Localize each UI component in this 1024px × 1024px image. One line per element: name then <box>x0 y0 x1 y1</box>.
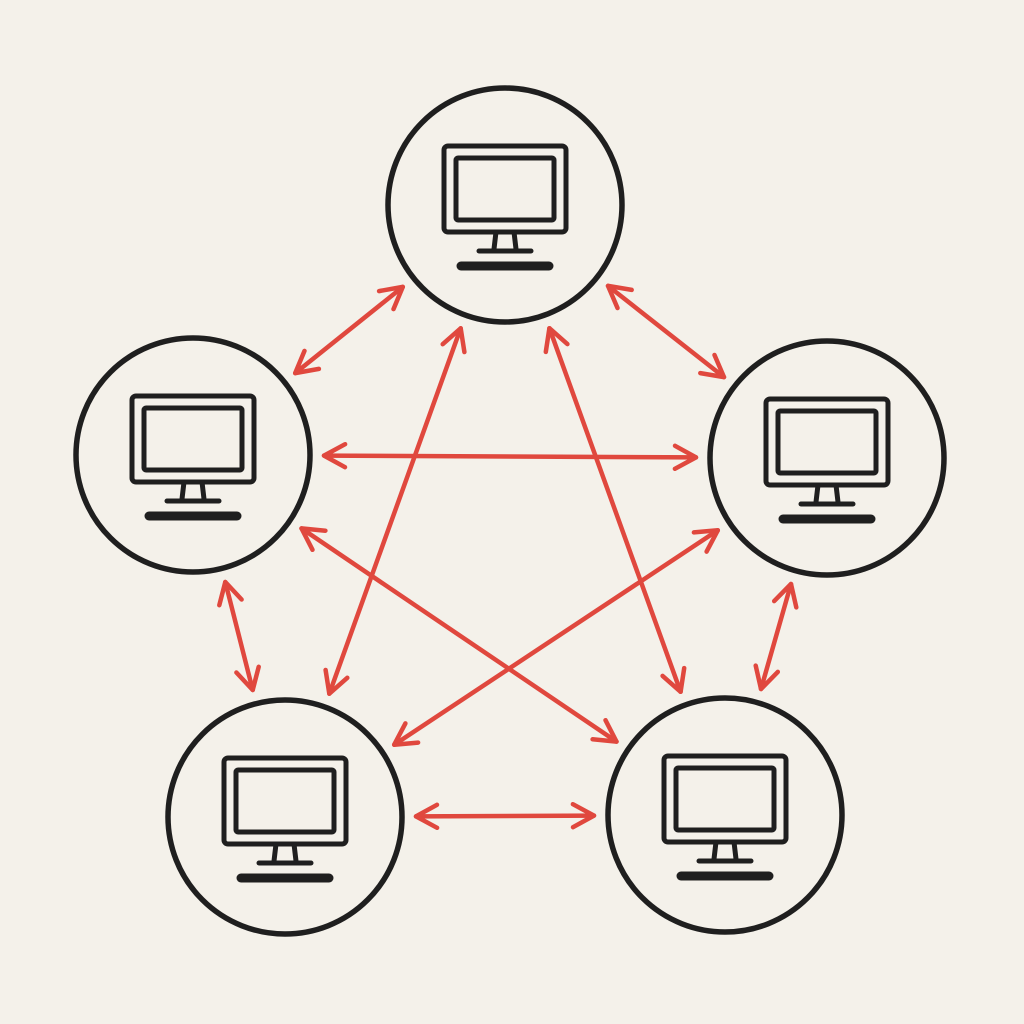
connection-line <box>292 284 406 376</box>
arrow-head-end <box>590 717 619 744</box>
arrow-head-start <box>217 579 244 608</box>
node-lower-right <box>605 695 845 935</box>
connection-line <box>327 326 463 696</box>
arrow-head-end <box>660 665 687 695</box>
arrow-head-start <box>440 326 467 355</box>
nodes-layer <box>73 85 947 937</box>
arrow-head-end <box>234 664 261 693</box>
connection-line <box>758 581 794 692</box>
arrow-head-end <box>570 801 597 830</box>
node-top <box>385 85 625 325</box>
connections-layer <box>217 283 799 831</box>
arrow-head-start <box>691 528 721 554</box>
connection-upper-left-lower-left <box>217 579 261 693</box>
connection-top-upper-right <box>605 283 727 380</box>
arrow-head-start <box>299 526 328 553</box>
arrow-head-end <box>323 667 350 696</box>
node-circle <box>385 85 625 325</box>
connection-line <box>321 453 699 460</box>
node-upper-left <box>73 335 313 575</box>
computer-monitor-icon <box>441 143 569 271</box>
arrow-head-start <box>771 581 799 610</box>
computer-monitor-icon <box>221 755 349 883</box>
arrow-head-end <box>753 663 781 692</box>
node-circle <box>605 695 845 935</box>
connection-lower-left-lower-right <box>413 801 597 831</box>
connection-line <box>223 579 255 693</box>
connection-top-lower-right <box>543 325 687 695</box>
node-circle <box>165 697 405 937</box>
arrow-head-end <box>698 352 727 380</box>
arrow-head-end <box>292 348 322 376</box>
connection-line <box>547 325 683 695</box>
arrow-head-end <box>391 721 421 747</box>
connection-top-lower-left <box>323 326 467 696</box>
computer-monitor-icon <box>661 753 789 881</box>
connection-upper-right-lower-left <box>391 528 721 747</box>
computer-monitor-icon <box>129 393 257 521</box>
arrow-head-start <box>321 441 348 470</box>
connection-upper-right-lower-right <box>753 581 799 692</box>
arrow-head-start <box>605 283 634 311</box>
connection-upper-left-lower-right <box>299 526 619 744</box>
arrow-head-start <box>413 802 440 831</box>
arrow-head-start <box>376 284 406 312</box>
arrow-head-end <box>672 443 699 472</box>
node-lower-left <box>165 697 405 937</box>
node-circle <box>707 338 947 578</box>
connection-line <box>299 526 619 744</box>
connection-line <box>391 528 721 747</box>
node-circle <box>73 335 313 575</box>
connection-line <box>605 283 727 380</box>
connection-upper-left-upper-right <box>321 441 699 472</box>
connection-line <box>413 813 597 819</box>
computer-monitor-icon <box>763 396 891 524</box>
arrow-head-start <box>543 325 570 355</box>
connection-top-upper-left <box>292 284 406 376</box>
node-upper-right <box>707 338 947 578</box>
